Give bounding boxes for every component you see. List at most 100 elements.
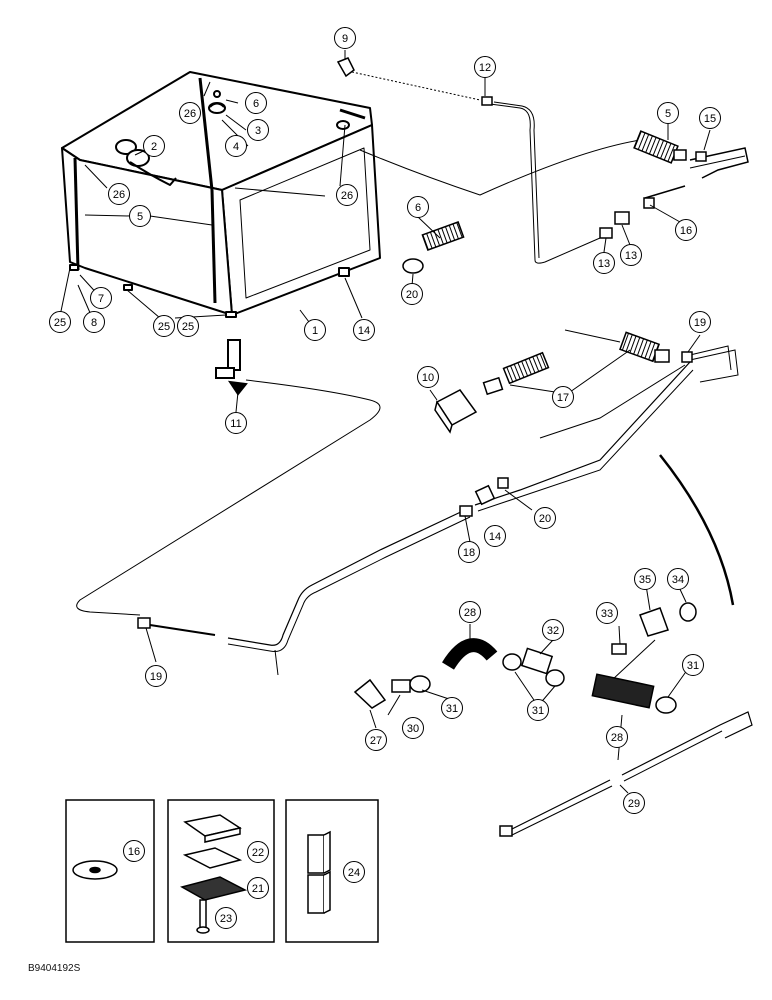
- callout-3: 3: [247, 119, 269, 141]
- svg-text:22: 22: [252, 847, 264, 859]
- svg-text:16: 16: [680, 225, 692, 237]
- svg-text:23: 23: [220, 913, 232, 925]
- callout-10: 9: [334, 27, 356, 49]
- svg-text:10: 10: [422, 372, 434, 384]
- svg-text:14: 14: [358, 325, 370, 337]
- callout-25-inset: 24: [343, 861, 365, 883]
- svg-text:29: 29: [628, 798, 640, 810]
- hose-upper: [633, 130, 679, 164]
- callout-6b: 6: [407, 196, 429, 218]
- callout-19b: 19: [145, 665, 167, 687]
- callout-4: 4: [225, 135, 247, 157]
- callout-8: 7: [90, 287, 112, 309]
- svg-text:6: 6: [253, 98, 259, 110]
- callout-22: 21: [247, 877, 269, 899]
- callout-23: 22: [247, 841, 269, 863]
- callout-17: 16: [123, 840, 145, 862]
- svg-text:12: 12: [479, 62, 491, 74]
- callout-18: 17: [552, 386, 574, 408]
- callout-6: 5: [657, 102, 679, 124]
- callout-28: 28: [459, 601, 481, 623]
- callout-29: 29: [623, 792, 645, 814]
- svg-text:15: 15: [704, 113, 716, 125]
- svg-text:34: 34: [672, 574, 684, 586]
- callout-31c: 31: [682, 654, 704, 676]
- elbow-fitting: [336, 57, 355, 78]
- svg-text:32: 32: [547, 625, 559, 637]
- inline-filter: [520, 647, 554, 675]
- svg-text:26: 26: [113, 189, 125, 201]
- callout-25b: 25: [153, 315, 175, 337]
- inset-boxes: [65, 799, 379, 943]
- callout-26: 26: [179, 102, 201, 124]
- fittings: [137, 57, 707, 837]
- svg-text:20: 20: [539, 513, 551, 525]
- fuel-lines: [76, 71, 753, 837]
- callout-5: 5: [129, 205, 151, 227]
- callout-24: 23: [215, 907, 237, 929]
- hose-elbow: [442, 638, 498, 670]
- callout-26c: 26: [336, 184, 358, 206]
- callout-34: 34: [667, 568, 689, 590]
- svg-text:18: 18: [463, 547, 475, 559]
- svg-text:19: 19: [694, 317, 706, 329]
- callout-20: 19: [689, 311, 711, 333]
- callout-12: 11: [225, 412, 247, 434]
- callout-27: 27: [365, 729, 387, 751]
- svg-text:28: 28: [611, 732, 623, 744]
- callout-1: 1: [304, 319, 326, 341]
- callout-19: 18: [458, 541, 480, 563]
- callout-9: 8: [83, 311, 105, 333]
- svg-text:20: 20: [406, 289, 418, 301]
- callout-11: 10: [417, 366, 439, 388]
- svg-text:3: 3: [255, 125, 261, 137]
- figure-code: B9404192S: [28, 963, 81, 974]
- hose-lower: [421, 221, 465, 251]
- svg-text:5: 5: [665, 108, 671, 120]
- svg-text:9: 9: [342, 33, 348, 45]
- svg-text:25: 25: [158, 321, 170, 333]
- svg-text:27: 27: [370, 735, 382, 747]
- svg-text:13: 13: [625, 250, 637, 262]
- drain-plug: [338, 267, 350, 277]
- svg-text:28: 28: [464, 607, 476, 619]
- callout-16b: 16: [675, 219, 697, 241]
- svg-text:19: 19: [150, 671, 162, 683]
- svg-text:5: 5: [137, 211, 143, 223]
- callout-21: 20: [401, 283, 423, 305]
- callout-20b: 20: [534, 507, 556, 529]
- svg-text:25: 25: [54, 317, 66, 329]
- svg-text:25: 25: [182, 321, 194, 333]
- callouts: 1 2 3 4 5 5 6 6 7 8 9 10 11 12 13 13 14 …: [49, 27, 721, 929]
- svg-text:24: 24: [348, 867, 360, 879]
- callout-15: 14: [353, 319, 375, 341]
- callout-2: 2: [143, 135, 165, 157]
- svg-text:6: 6: [415, 202, 421, 214]
- callout-26b: 26: [108, 183, 130, 205]
- callout-14b: 14: [484, 525, 506, 547]
- callout-33: 33: [596, 602, 618, 624]
- callout-13: 12: [474, 56, 496, 78]
- callout-30: 30: [402, 717, 424, 739]
- callout-25: 25: [49, 311, 71, 333]
- svg-text:8: 8: [91, 317, 97, 329]
- svg-text:7: 7: [98, 293, 104, 305]
- callout-7: 6: [245, 92, 267, 114]
- svg-text:35: 35: [639, 574, 651, 586]
- svg-text:14: 14: [489, 531, 501, 543]
- callout-13b: 13: [593, 252, 615, 274]
- svg-text:1: 1: [312, 325, 318, 337]
- callout-35: 35: [634, 568, 656, 590]
- callout-25c: 25: [177, 315, 199, 337]
- svg-text:33: 33: [601, 608, 613, 620]
- svg-text:21: 21: [252, 883, 264, 895]
- callout-32: 32: [542, 619, 564, 641]
- svg-text:30: 30: [407, 723, 419, 735]
- callout-14: 13: [620, 244, 642, 266]
- svg-text:17: 17: [557, 392, 569, 404]
- filler-cap: [115, 139, 137, 155]
- mounting-bracket: [639, 607, 669, 637]
- svg-text:2: 2: [151, 141, 157, 153]
- svg-text:16: 16: [128, 846, 140, 858]
